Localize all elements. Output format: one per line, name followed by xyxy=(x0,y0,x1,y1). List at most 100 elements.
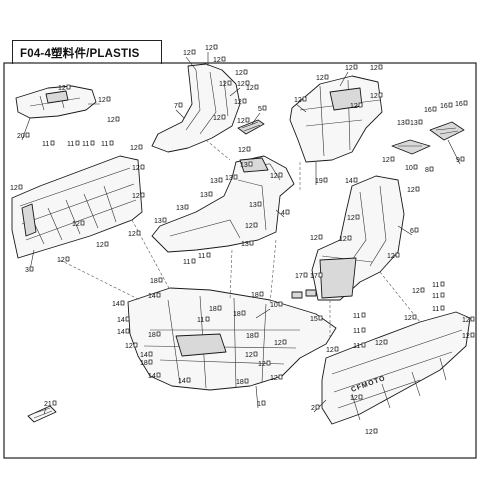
assembly-lines xyxy=(59,139,421,340)
callout-label: 18 xyxy=(150,278,158,285)
callout-label: 12 xyxy=(107,117,115,124)
callout-label: 11 xyxy=(197,317,204,324)
fastener-icon xyxy=(418,119,423,125)
fastener-icon xyxy=(405,119,410,125)
diagram-frame xyxy=(3,62,477,459)
fastener-icon xyxy=(50,140,55,146)
callout-label: 4 xyxy=(281,210,285,217)
callout-label: 12 xyxy=(462,317,470,324)
part-9-pad xyxy=(429,121,465,141)
fastener-icon xyxy=(378,64,383,70)
fastener-icon xyxy=(361,327,366,333)
callout-label: 14 xyxy=(148,293,156,300)
callout-label: 13 xyxy=(176,205,184,212)
fastener-icon xyxy=(358,102,363,108)
fastener-icon xyxy=(253,222,258,228)
callout-label: 12 xyxy=(58,85,66,92)
callout-label: 14 xyxy=(178,378,186,385)
fastener-icon xyxy=(282,339,287,345)
fastener-icon xyxy=(218,177,223,183)
fastener-icon xyxy=(261,400,266,406)
fastener-icon xyxy=(361,312,366,318)
callout-label: 12 xyxy=(462,333,470,340)
fastener-icon xyxy=(245,117,250,123)
callout-label: 14 xyxy=(112,301,120,308)
fastener-icon xyxy=(140,192,145,198)
callout-label: 12 xyxy=(370,93,378,100)
fastener-icon xyxy=(29,266,34,272)
fastener-icon xyxy=(432,106,437,112)
part-8-pad xyxy=(391,139,431,155)
fastener-icon xyxy=(140,164,145,170)
callout-label: 5 xyxy=(258,106,262,113)
callout-label: 12 xyxy=(132,165,140,172)
fastener-icon xyxy=(138,144,143,150)
callout-label: 12 xyxy=(10,185,18,192)
fastener-icon xyxy=(80,220,85,226)
callout-label: 12 xyxy=(350,103,358,110)
callout-label: 12 xyxy=(235,70,243,77)
fastener-icon xyxy=(262,105,267,111)
fastener-icon xyxy=(221,56,226,62)
callout-label: 12 xyxy=(326,347,334,354)
callout-label: 12 xyxy=(132,193,140,200)
callout-label: 12 xyxy=(339,236,347,243)
fastener-icon xyxy=(254,332,259,338)
fastener-icon xyxy=(213,44,218,50)
fastener-icon xyxy=(148,359,153,365)
callout-label: 8 xyxy=(425,167,429,174)
fastener-icon xyxy=(162,217,167,223)
callout-label: 12 xyxy=(294,97,302,104)
callout-label: 12 xyxy=(375,340,383,347)
callout-label: 3 xyxy=(25,267,29,274)
fastener-icon xyxy=(243,69,248,75)
callout-label: 13 xyxy=(200,192,208,199)
fastener-icon xyxy=(90,140,95,146)
callout-label: 12 xyxy=(350,395,358,402)
callout-label: 11 xyxy=(432,293,439,300)
callout-label: 11 xyxy=(82,141,89,148)
fasteners xyxy=(18,44,475,434)
fastener-icon xyxy=(257,201,262,207)
callout-label: 12 xyxy=(270,375,278,382)
callout-label: 16 xyxy=(455,101,463,108)
fastener-icon xyxy=(353,177,358,183)
fastener-icon xyxy=(208,191,213,197)
part-20-cover xyxy=(15,85,97,119)
callout-label: 12 xyxy=(258,361,266,368)
callout-label: 12 xyxy=(130,145,138,152)
callout-label: 12 xyxy=(246,85,254,92)
fastener-icon xyxy=(25,132,30,138)
fastener-icon xyxy=(246,146,251,152)
callout-label: 1 xyxy=(257,401,261,408)
callout-label: 11 xyxy=(353,343,360,350)
fastener-icon xyxy=(429,166,434,172)
part-3-left-panel xyxy=(11,155,143,259)
fastener-icon xyxy=(440,292,445,298)
callout-label: 13 xyxy=(240,162,248,169)
fastener-icon xyxy=(221,114,226,120)
callout-label: 12 xyxy=(270,173,278,180)
callout-label: 11 xyxy=(42,141,49,148)
fastener-icon xyxy=(65,256,70,262)
fastener-icon xyxy=(259,291,264,297)
fastener-icon xyxy=(440,305,445,311)
fastener-icon xyxy=(66,84,71,90)
fastener-icon xyxy=(191,49,196,55)
fastener-icon xyxy=(186,377,191,383)
part-19-storage-box xyxy=(289,75,383,163)
callout-label: 18 xyxy=(140,360,148,367)
callout-label: 15 xyxy=(310,316,318,323)
fastener-icon xyxy=(75,140,80,146)
fastener-icon xyxy=(206,252,211,258)
fastener-icon xyxy=(227,80,232,86)
fastener-icon xyxy=(217,305,222,311)
fastener-icon xyxy=(378,92,383,98)
fastener-icon xyxy=(395,252,400,258)
callout-label: 17 xyxy=(295,273,303,280)
callout-label: 12 xyxy=(412,288,420,295)
callout-label: 11 xyxy=(101,141,108,148)
